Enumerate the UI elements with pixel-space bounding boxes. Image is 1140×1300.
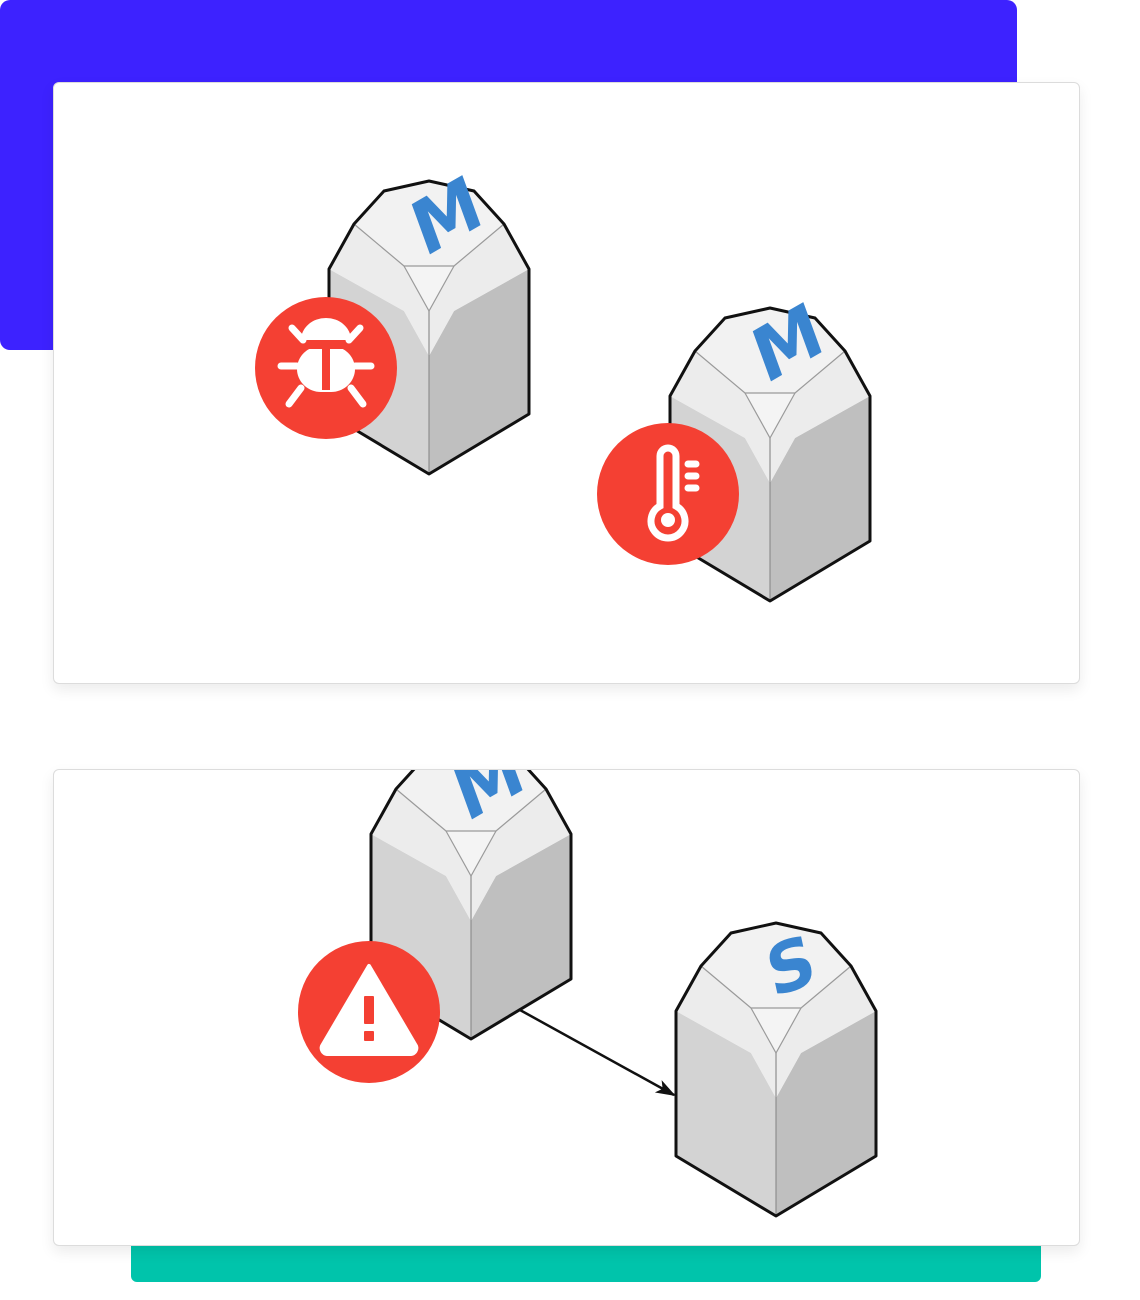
node-m-warning: M bbox=[369, 770, 573, 1041]
badge-warning bbox=[298, 941, 440, 1083]
badge-circle bbox=[597, 423, 739, 565]
bug-icon bbox=[277, 318, 375, 408]
panel-top-canvas: M M bbox=[255, 159, 872, 603]
badge-thermometer bbox=[597, 423, 739, 565]
thermometer-icon bbox=[647, 444, 700, 542]
panel-top: M M bbox=[53, 82, 1080, 684]
node-s: S bbox=[674, 920, 878, 1218]
badge-bug bbox=[255, 297, 397, 439]
edge-m-to-s bbox=[519, 1008, 676, 1097]
panel-bottom: M S bbox=[53, 769, 1080, 1246]
panel-bottom-canvas: M S bbox=[298, 770, 878, 1218]
warning-icon bbox=[319, 964, 419, 1056]
